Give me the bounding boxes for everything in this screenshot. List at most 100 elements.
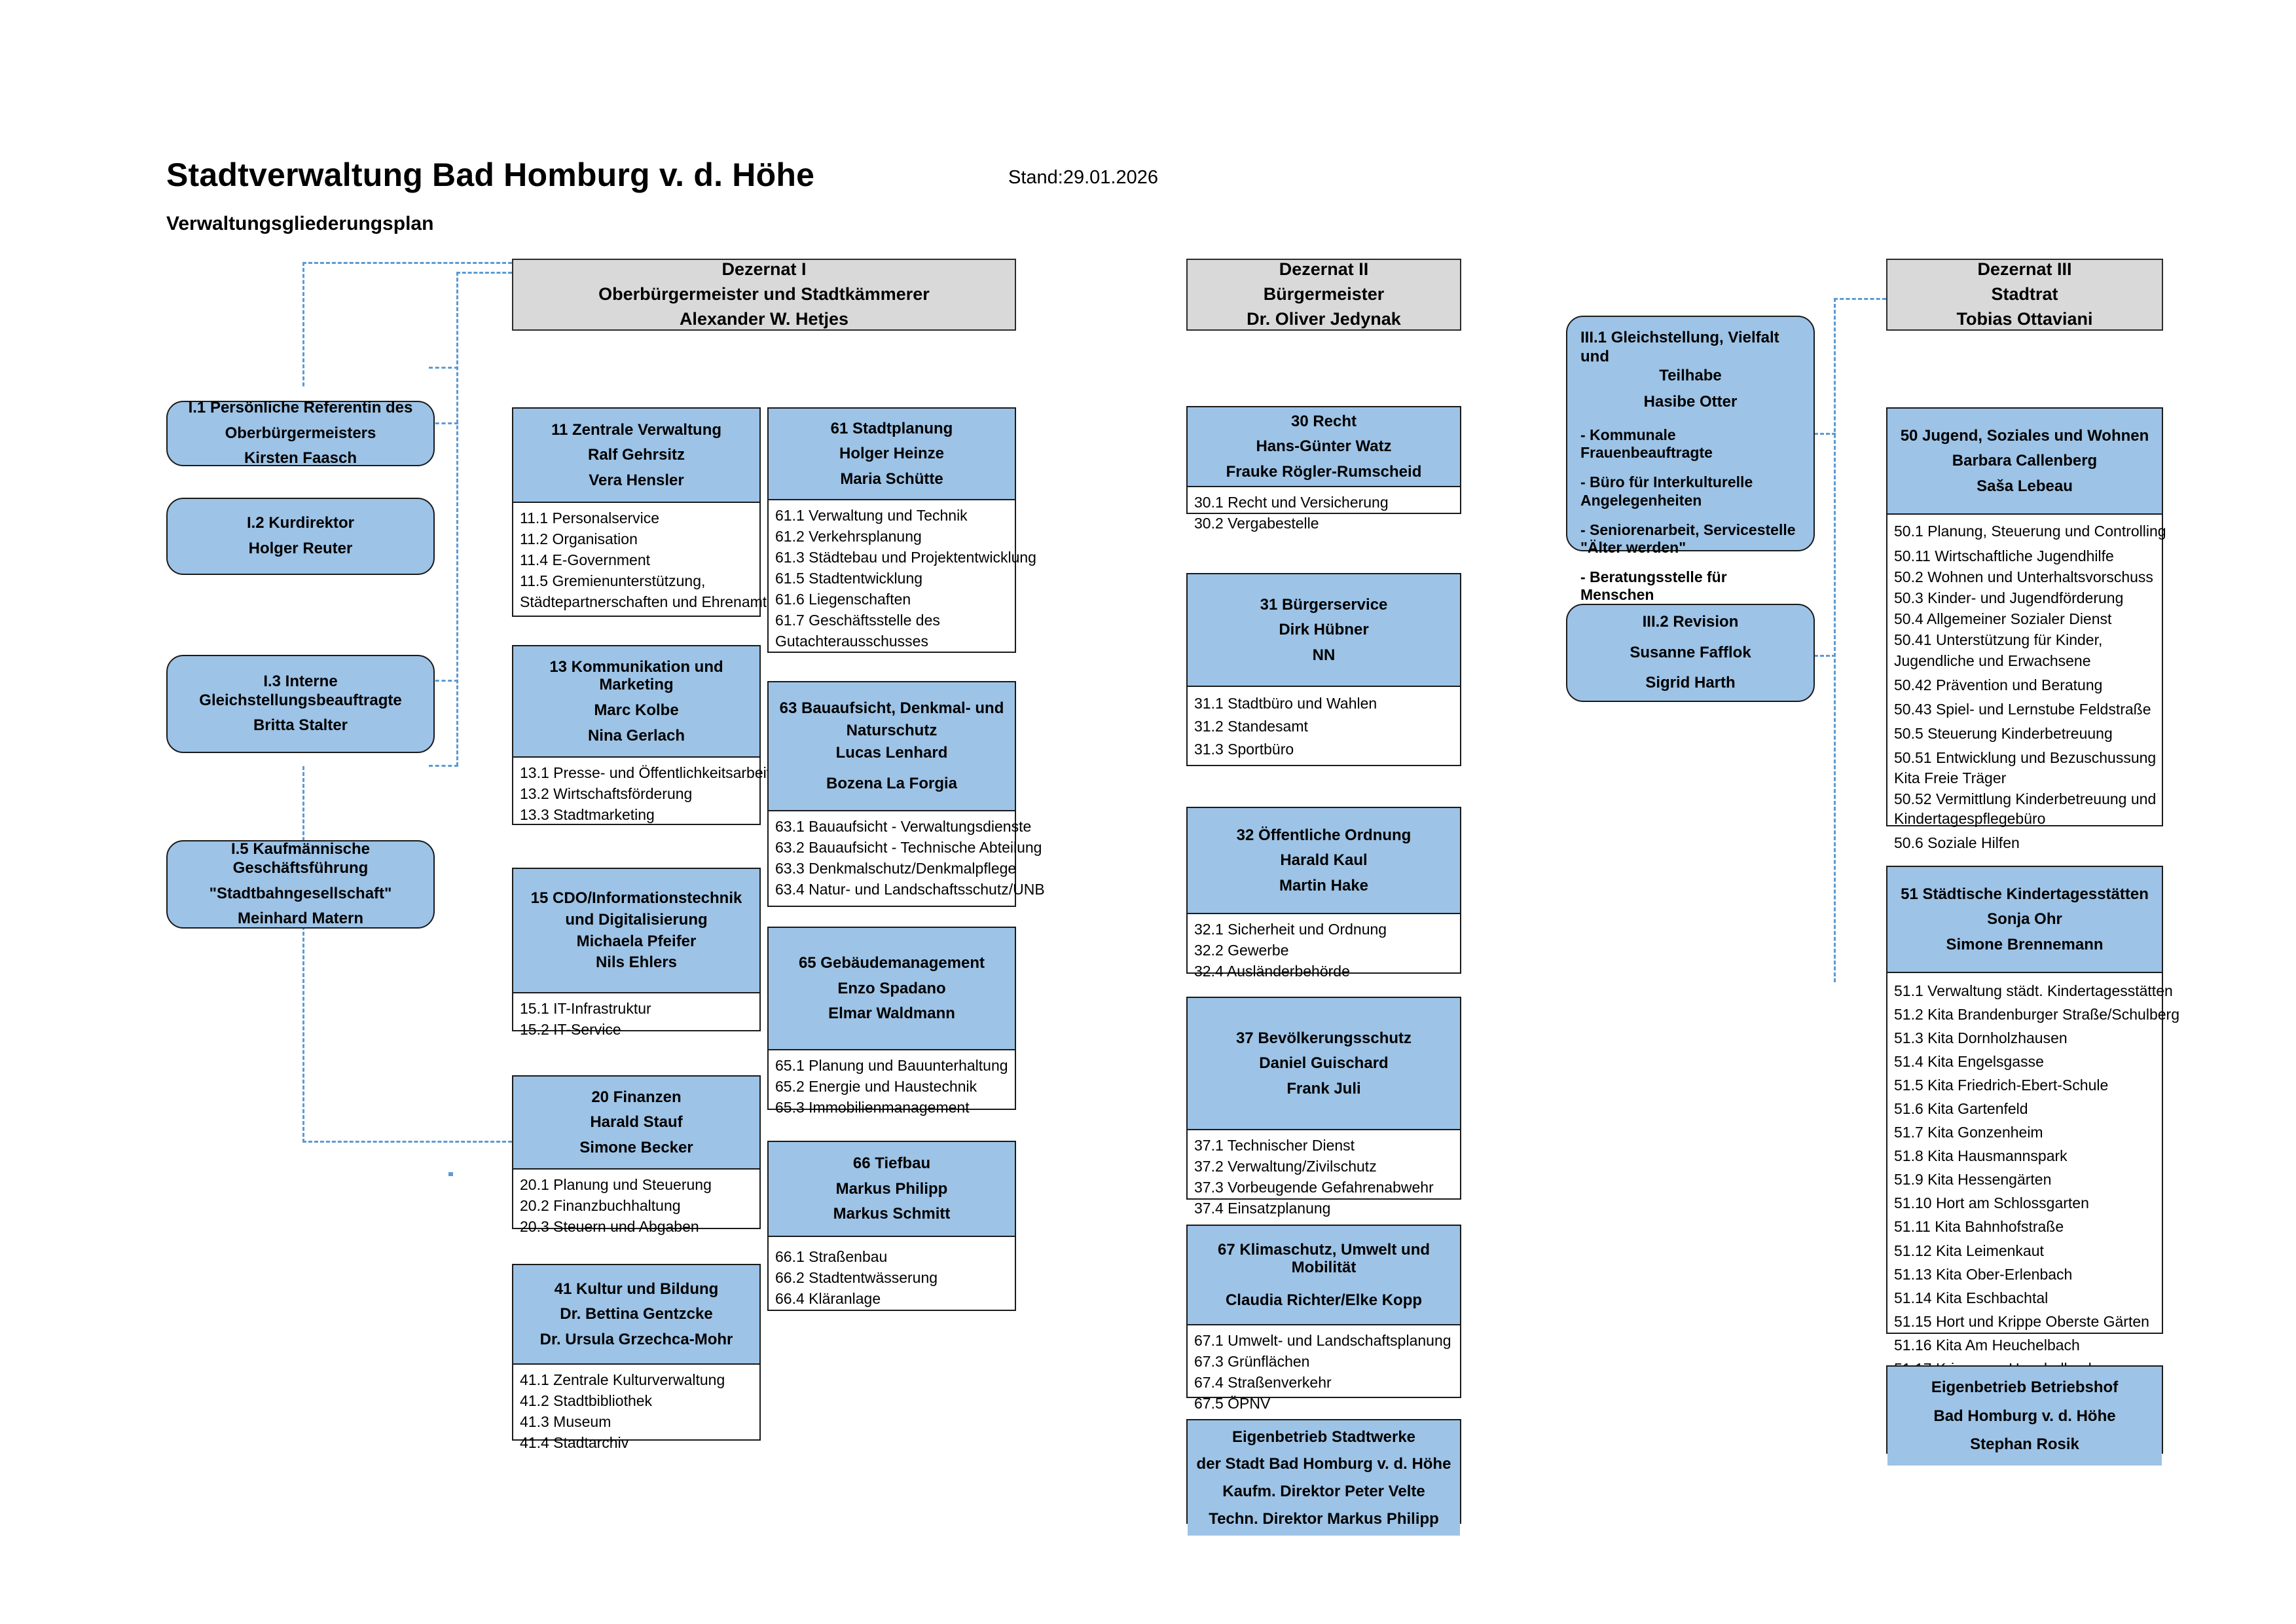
unit-65-person-2: Elmar Waldmann <box>828 1005 955 1023</box>
unit-card-51[interactable]: 51 Städtische Kindertagesstätten Sonja O… <box>1886 866 2179 1377</box>
unit-20-person-1: Harald Stauf <box>590 1113 683 1132</box>
list-item: 51.8 Kita Hausmannspark <box>1894 1147 2068 1165</box>
staff-box-i2[interactable]: I.2 Kurdirektor Holger Reuter <box>166 498 435 575</box>
unit-37-title: 37 Bevölkerungsschutz <box>1235 1029 1412 1047</box>
unit-31-items: 31.1 Stadtbüro und Wahlen 31.2 Standesam… <box>1188 687 1460 765</box>
staff-i3-line1: I.3 Interne Gleichstellungsbeauftragte <box>199 672 402 709</box>
dezernat-ii-line1: Dezernat II <box>1279 259 1369 280</box>
staff-i1-line2: Oberbürgermeisters <box>225 424 376 442</box>
list-item: 20.3 Steuern und Abgaben <box>520 1218 699 1236</box>
eigenbetrieb-stadtwerke-line3: Kaufm. Direktor Peter Velte <box>1222 1483 1425 1500</box>
connector-line <box>1834 298 1836 982</box>
list-item: 41.4 Stadtarchiv <box>520 1434 629 1452</box>
bullet-item: - Kommunale Frauenbeauftragte <box>1580 426 1713 462</box>
unit-card-50[interactable]: 50 Jugend, Soziales und Wohnen Barbara C… <box>1886 407 2166 851</box>
list-item: 51.5 Kita Friedrich-Ebert-Schule <box>1894 1077 2109 1094</box>
staff-box-i1[interactable]: I.1 Persönliche Referentin des Oberbürge… <box>166 399 435 467</box>
unit-15-person-1: Michaela Pfeifer <box>576 932 697 950</box>
unit-63-head: 63 Bauaufsicht, Denkmal- und Naturschutz… <box>769 682 1015 811</box>
unit-37-person-1: Daniel Guischard <box>1259 1054 1389 1073</box>
staff-box-iii1[interactable]: III.1 Gleichstellung, Vielfalt und Teilh… <box>1566 316 1815 621</box>
list-item: 51.9 Kita Hessengärten <box>1894 1171 2052 1189</box>
unit-51-title: 51 Städtische Kindertagesstätten <box>1901 885 2149 903</box>
unit-50-person-1: Barbara Callenberg <box>1952 452 2098 470</box>
unit-51-head: 51 Städtische Kindertagesstätten Sonja O… <box>1887 867 2162 973</box>
list-item: 37.3 Vorbeugende Gefahrenabwehr <box>1194 1179 1434 1196</box>
list-item: 15.1 IT-Infrastruktur <box>520 1000 651 1017</box>
unit-card-61[interactable]: 61 Stadtplanung Holger Heinze Maria Schü… <box>767 407 1036 653</box>
staff-i5-line3: Meinhard Matern <box>237 910 364 928</box>
eigenbetrieb-stadtwerke-box[interactable]: Eigenbetrieb Stadtwerke der Stadt Bad Ho… <box>1186 1419 1461 1536</box>
staff-box-iii2[interactable]: III.2 Revision Susanne Fafflok Sigrid Ha… <box>1566 604 1815 702</box>
unit-63-person-2: Bozena La Forgia <box>826 775 958 793</box>
list-item: 31.1 Stadtbüro und Wahlen <box>1194 694 1377 712</box>
unit-11-items: 11.1 Personalservice 11.2 Organisation 1… <box>513 503 767 616</box>
unit-63-items: 63.1 Bauaufsicht - Verwaltungsdienste 63… <box>769 811 1045 906</box>
unit-card-20[interactable]: 20 Finanzen Harald Stauf Simone Becker 2… <box>512 1075 761 1235</box>
unit-30-person-1: Hans-Günter Watz <box>1256 437 1392 456</box>
unit-20-title: 20 Finanzen <box>591 1088 682 1106</box>
unit-card-31[interactable]: 31 Bürgerservice Dirk Hübner NN 31.1 Sta… <box>1186 573 1461 766</box>
unit-20-items: 20.1 Planung und Steuerung 20.2 Finanzbu… <box>513 1170 759 1241</box>
list-item: 61.5 Stadtentwicklung <box>775 570 923 587</box>
staff-iii2-person-2: Sigrid Harth <box>1645 674 1736 692</box>
list-item: 63.4 Natur- und Landschaftsschutz/UNB <box>775 881 1045 898</box>
unit-card-37[interactable]: 37 Bevölkerungsschutz Daniel Guischard F… <box>1186 997 1461 1217</box>
unit-63-title-1: 63 Bauaufsicht, Denkmal- und <box>779 699 1004 718</box>
unit-card-66[interactable]: 66 Tiefbau Markus Philipp Markus Schmitt… <box>767 1141 1016 1311</box>
list-item: 51.14 Kita Eschbachtal <box>1894 1289 2049 1306</box>
list-item: 11.2 Organisation <box>520 530 638 548</box>
date-stamp: Stand:29.01.2026 <box>1008 167 1158 188</box>
list-item: 65.1 Planung und Bauunterhaltung <box>775 1057 1008 1074</box>
unit-65-title: 65 Gebäudemanagement <box>798 954 985 972</box>
list-item: 51.6 Kita Gartenfeld <box>1894 1100 2028 1118</box>
list-item: 32.4 Ausländerbehörde <box>1194 963 1350 980</box>
unit-61-person-2: Maria Schütte <box>840 470 943 488</box>
unit-65-head: 65 Gebäudemanagement Enzo Spadano Elmar … <box>769 928 1015 1050</box>
unit-card-32[interactable]: 32 Öffentliche Ordnung Harald Kaul Marti… <box>1186 807 1461 980</box>
unit-63-title-2: Naturschutz <box>846 721 938 739</box>
unit-66-head: 66 Tiefbau Markus Philipp Markus Schmitt <box>769 1142 1015 1237</box>
unit-31-title: 31 Bürgerservice <box>1260 595 1388 614</box>
staff-iii1-bullets: - Kommunale Frauenbeauftragte - Büro für… <box>1580 426 1800 621</box>
unit-13-head: 13 Kommunikation und Marketing Marc Kolb… <box>513 646 759 758</box>
unit-card-41[interactable]: 41 Kultur und Bildung Dr. Bettina Gentzc… <box>512 1264 761 1451</box>
staff-iii1-line1: III.1 Gleichstellung, Vielfalt und <box>1580 329 1779 365</box>
eigenbetrieb-stadtwerke-head: Eigenbetrieb Stadtwerke der Stadt Bad Ho… <box>1188 1420 1460 1536</box>
list-item: 66.2 Stadtentwässerung <box>775 1269 938 1287</box>
unit-66-person-2: Markus Schmitt <box>833 1205 951 1223</box>
unit-13-person-1: Marc Kolbe <box>594 701 679 719</box>
unit-card-15[interactable]: 15 CDO/Informationstechnik und Digitalis… <box>512 868 761 1038</box>
list-item: 50.42 Prävention und Beratung <box>1894 676 2103 694</box>
unit-51-person-2: Simone Brennemann <box>1946 935 2104 953</box>
bullet-item: - Seniorenarbeit, Servicestelle "Älter w… <box>1580 521 1796 556</box>
unit-61-head: 61 Stadtplanung Holger Heinze Maria Schü… <box>769 409 1015 500</box>
eigenbetrieb-betriebshof-box[interactable]: Eigenbetrieb Betriebshof Bad Homburg v. … <box>1886 1365 2163 1466</box>
unit-41-items: 41.1 Zentrale Kulturverwaltung 41.2 Stad… <box>513 1365 759 1457</box>
unit-card-13[interactable]: 13 Kommunikation und Marketing Marc Kolb… <box>512 645 771 825</box>
staff-box-i3[interactable]: I.3 Interne Gleichstellungsbeauftragte B… <box>166 655 435 753</box>
connector-line <box>302 1141 512 1143</box>
list-item: 41.1 Zentrale Kulturverwaltung <box>520 1371 725 1388</box>
unit-card-30[interactable]: 30 Recht Hans-Günter Watz Frauke Rögler-… <box>1186 406 1461 532</box>
unit-32-title: 32 Öffentliche Ordnung <box>1236 826 1412 844</box>
unit-51-person-1: Sonja Ohr <box>1987 910 2062 929</box>
dezernat-i-line2: Oberbürgermeister und Stadtkämmerer <box>598 284 930 304</box>
list-item: 37.1 Technischer Dienst <box>1194 1137 1355 1154</box>
staff-iii2-line1: III.2 Revision <box>1642 612 1739 631</box>
unit-51-items: 51.1 Verwaltung städt. Kindertagesstätte… <box>1887 973 2179 1384</box>
list-item: 63.1 Bauaufsicht - Verwaltungsdienste <box>775 818 1032 835</box>
unit-card-63[interactable]: 63 Bauaufsicht, Denkmal- und Naturschutz… <box>767 681 1045 907</box>
list-item: 11.4 E-Government <box>520 551 651 569</box>
unit-card-11[interactable]: 11 Zentrale Verwaltung Ralf Gehrsitz Ver… <box>512 407 767 617</box>
unit-card-65[interactable]: 65 Gebäudemanagement Enzo Spadano Elmar … <box>767 927 1016 1116</box>
connector-dot <box>448 1172 453 1176</box>
list-item: 41.2 Stadtbibliothek <box>520 1392 653 1410</box>
list-item: 20.2 Finanzbuchhaltung <box>520 1197 681 1215</box>
unit-card-67[interactable]: 67 Klimaschutz, Umwelt und Mobilität Cla… <box>1186 1225 1461 1412</box>
list-item: Jugendliche und Erwachsene <box>1894 652 2091 670</box>
unit-15-person-2: Nils Ehlers <box>595 953 678 972</box>
list-item: 51.4 Kita Engelsgasse <box>1894 1053 2044 1071</box>
connector-line <box>456 272 458 766</box>
staff-box-i5[interactable]: I.5 Kaufmännische Geschäftsführung "Stad… <box>166 840 435 929</box>
